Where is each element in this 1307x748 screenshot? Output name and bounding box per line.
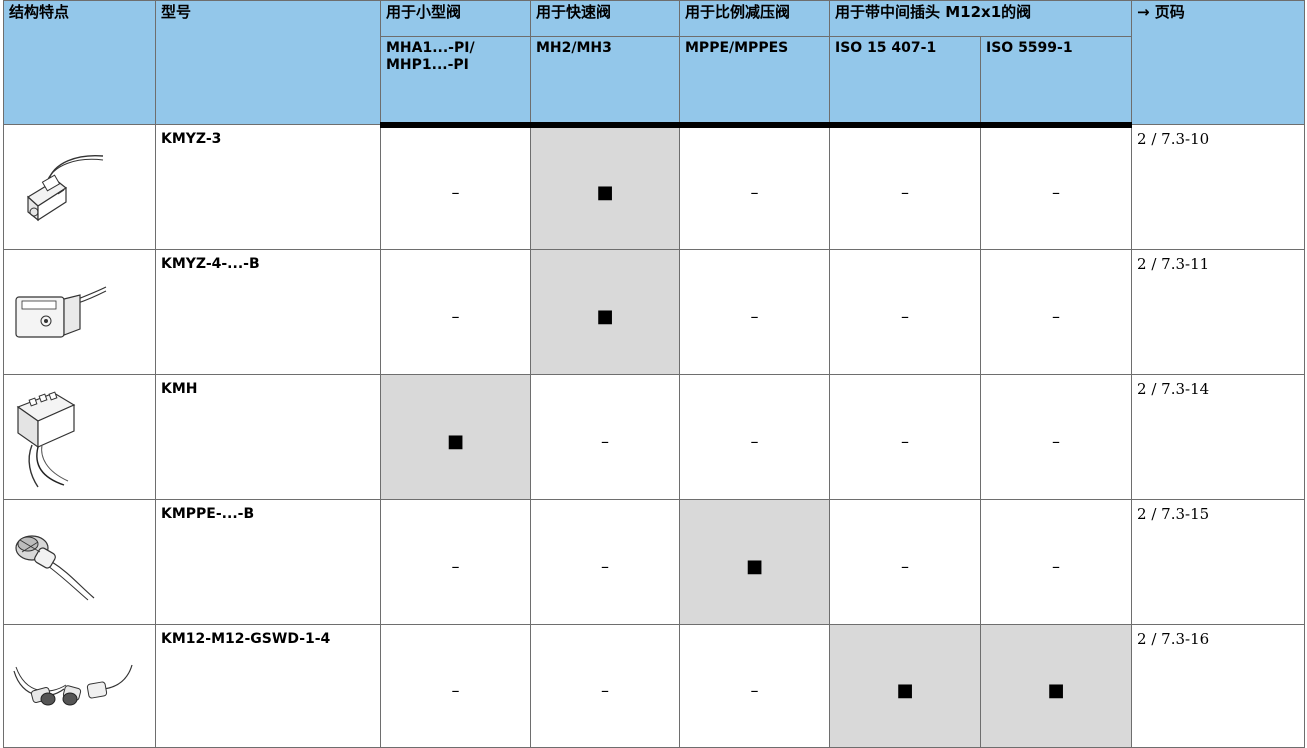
table-row: KMYZ-3 – ■ – – – 2 / 7.3-10 bbox=[3, 124, 1306, 250]
not-applicable-mark: – bbox=[901, 431, 909, 451]
header-fast-valve: 用于快速阀 bbox=[530, 0, 680, 37]
compat-cell: ■ bbox=[530, 124, 680, 250]
model-cell: KMPPE-...-B bbox=[155, 499, 381, 625]
not-applicable-mark: – bbox=[1052, 556, 1060, 576]
header-proportional-valve: 用于比例减压阀 bbox=[679, 0, 830, 37]
table-row: KM12-M12-GSWD-1-4 – – – ■ ■ 2 / 7.3-16 bbox=[3, 624, 1306, 748]
not-applicable-mark: – bbox=[750, 680, 759, 700]
header-structure: 结构特点 bbox=[3, 0, 156, 125]
page-ref-cell: 2 / 7.3-16 bbox=[1131, 624, 1306, 748]
compatible-mark: ■ bbox=[596, 181, 614, 203]
table-row: KMH ■ – – – – 2 / 7.3-14 bbox=[3, 374, 1306, 500]
compat-cell: – bbox=[380, 499, 531, 625]
not-applicable-mark: – bbox=[1052, 182, 1060, 202]
not-applicable-mark: – bbox=[451, 182, 460, 202]
compat-cell: ■ bbox=[679, 499, 830, 625]
header-model: 型号 bbox=[155, 0, 381, 125]
solenoid-plug-connector-icon bbox=[8, 142, 151, 232]
compat-cell: – bbox=[829, 124, 981, 250]
compatible-mark: ■ bbox=[446, 430, 464, 452]
not-applicable-mark: – bbox=[451, 680, 460, 700]
accessory-compatibility-table: 结构特点 型号 用于小型阀 用于快速阀 用于比例减压阀 用于带中间插头 M12x… bbox=[3, 0, 1306, 748]
subheader-iso-5599: ISO 5599-1 bbox=[979, 36, 1133, 128]
compat-cell: – bbox=[829, 249, 981, 375]
header-page-ref: → 页码 bbox=[1131, 0, 1306, 125]
not-applicable-mark: – bbox=[901, 556, 909, 576]
compat-cell: – bbox=[679, 374, 830, 500]
compat-cell: – bbox=[829, 374, 981, 500]
compat-cell: – bbox=[679, 124, 830, 250]
multi-pin-connector-icon bbox=[8, 385, 151, 490]
not-applicable-mark: – bbox=[750, 431, 759, 451]
connector-image-cell bbox=[3, 124, 156, 250]
not-applicable-mark: – bbox=[1052, 431, 1060, 451]
compat-cell: – bbox=[380, 624, 531, 748]
connector-image-cell bbox=[3, 624, 156, 748]
compat-cell: ■ bbox=[530, 249, 680, 375]
not-applicable-mark: – bbox=[451, 306, 460, 326]
compat-cell: – bbox=[530, 499, 680, 625]
not-applicable-mark: – bbox=[901, 306, 909, 326]
not-applicable-mark: – bbox=[901, 182, 909, 202]
page-ref-cell: 2 / 7.3-10 bbox=[1131, 124, 1306, 250]
compat-cell: – bbox=[979, 124, 1133, 250]
compat-cell: – bbox=[530, 624, 680, 748]
page-ref-cell: 2 / 7.3-14 bbox=[1131, 374, 1306, 500]
compatible-mark: ■ bbox=[896, 679, 914, 701]
not-applicable-mark: – bbox=[601, 680, 609, 700]
not-applicable-mark: – bbox=[601, 556, 609, 576]
table-row: KMPPE-...-B – – ■ – – 2 / 7.3-15 bbox=[3, 499, 1306, 625]
connector-image-cell bbox=[3, 249, 156, 375]
subheader-iso-15407: ISO 15 407-1 bbox=[829, 36, 981, 128]
subheader-small-valve: MHA1...-PI/ MHP1...-PI bbox=[380, 36, 531, 128]
compatible-mark: ■ bbox=[596, 305, 614, 327]
compat-cell: ■ bbox=[380, 374, 531, 500]
compat-cell: – bbox=[979, 374, 1133, 500]
page-ref-cell: 2 / 7.3-11 bbox=[1131, 249, 1306, 375]
subheader-proportional-valve: MPPE/MPPES bbox=[679, 36, 830, 128]
compat-cell: ■ bbox=[829, 624, 981, 748]
model-cell: KMH bbox=[155, 374, 381, 500]
compat-cell: ■ bbox=[979, 624, 1133, 748]
din-plug-connector-icon bbox=[8, 277, 151, 347]
not-applicable-mark: – bbox=[750, 182, 759, 202]
compat-cell: – bbox=[380, 249, 531, 375]
angled-round-connector-icon bbox=[8, 522, 151, 602]
table-row: KMYZ-4-...-B – ■ – – – 2 / 7.3-11 bbox=[3, 249, 1306, 375]
header-m12-valve: 用于带中间插头 M12x1的阀 bbox=[828, 0, 1133, 37]
compat-cell: – bbox=[679, 624, 830, 748]
compatible-mark: ■ bbox=[1047, 679, 1065, 701]
not-applicable-mark: – bbox=[1052, 306, 1060, 326]
m12-cable-pair-icon bbox=[8, 659, 151, 714]
connector-image-cell bbox=[3, 499, 156, 625]
compat-cell: – bbox=[530, 374, 680, 500]
page-ref-cell: 2 / 7.3-15 bbox=[1131, 499, 1306, 625]
compat-cell: – bbox=[829, 499, 981, 625]
model-cell: KM12-M12-GSWD-1-4 bbox=[155, 624, 381, 748]
not-applicable-mark: – bbox=[750, 306, 759, 326]
compat-cell: – bbox=[679, 249, 830, 375]
connector-image-cell bbox=[3, 374, 156, 500]
compatible-mark: ■ bbox=[745, 555, 763, 577]
not-applicable-mark: – bbox=[601, 431, 609, 451]
model-cell: KMYZ-4-...-B bbox=[155, 249, 381, 375]
header-small-valve: 用于小型阀 bbox=[380, 0, 531, 37]
compat-cell: – bbox=[979, 499, 1133, 625]
not-applicable-mark: – bbox=[451, 556, 460, 576]
subheader-fast-valve: MH2/MH3 bbox=[530, 36, 680, 128]
model-cell: KMYZ-3 bbox=[155, 124, 381, 250]
compat-cell: – bbox=[979, 249, 1133, 375]
compat-cell: – bbox=[380, 124, 531, 250]
